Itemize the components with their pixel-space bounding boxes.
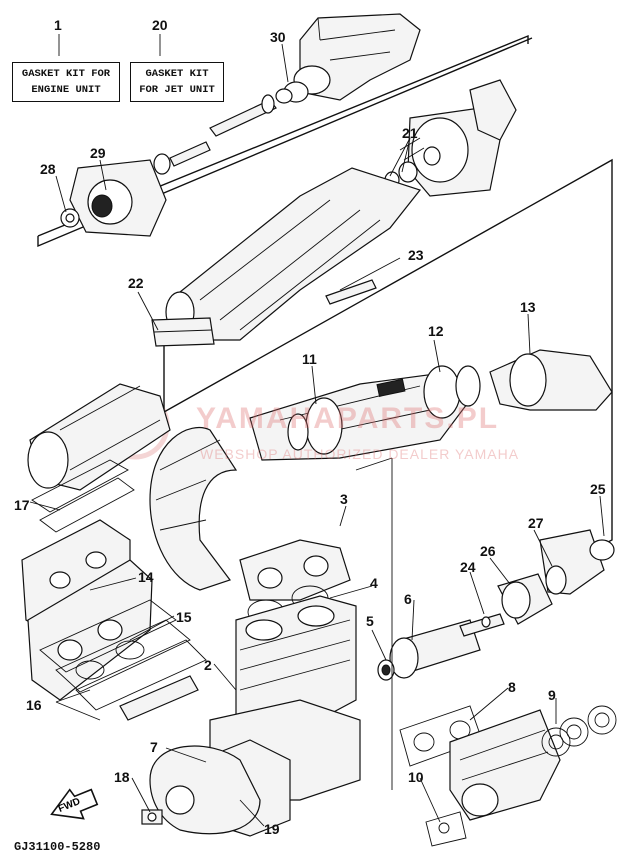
engine-gasket-kit-label: GASKET KIT FOR ENGINE UNIT — [12, 62, 120, 102]
callout-23: 23 — [408, 247, 424, 263]
jet-kit-line2: FOR JET UNIT — [139, 84, 215, 96]
impeller-housing — [384, 79, 517, 197]
exhaust-pipe — [149, 426, 238, 591]
callout-6: 6 — [404, 591, 412, 607]
callout-13: 13 — [520, 299, 536, 315]
starter — [141, 809, 163, 825]
engine-kit-line1: GASKET KIT FOR — [21, 68, 111, 80]
engine-kit-line2: ENGINE UNIT — [31, 84, 101, 96]
jet-gasket-kit-label: GASKET KIT FOR JET UNIT — [130, 62, 224, 102]
cylinder-head — [239, 539, 351, 625]
callout-5: 5 — [366, 613, 374, 629]
diagram-code: GJ31100-5280 — [14, 840, 101, 854]
callout-16: 16 — [26, 697, 42, 713]
callout-30: 30 — [270, 29, 286, 45]
drive-shaft — [153, 94, 277, 175]
cylinder-block — [235, 595, 357, 731]
callout-21: 21 — [402, 125, 418, 141]
intake-duct — [151, 167, 422, 347]
callout-1: 1 — [54, 17, 62, 33]
jet-pump-housing — [275, 13, 421, 104]
exhaust-joint — [399, 705, 617, 847]
callout-15: 15 — [176, 609, 192, 625]
callout-9: 9 — [548, 687, 556, 703]
fwd-arrow-icon — [50, 788, 99, 820]
callout-24: 24 — [460, 559, 476, 575]
callout-27: 27 — [528, 515, 544, 531]
callout-29: 29 — [90, 145, 106, 161]
callout-20: 20 — [152, 17, 168, 33]
jet-unit-boundary — [37, 34, 533, 248]
callout-14: 14 — [138, 569, 154, 585]
intermediate-housing — [60, 159, 167, 237]
coupling-shaft — [377, 529, 615, 681]
callout-17: 17 — [14, 497, 30, 513]
callout-11: 11 — [302, 351, 317, 367]
callout-10: 10 — [408, 769, 424, 785]
callout-7: 7 — [150, 739, 158, 755]
callout-2: 2 — [204, 657, 212, 673]
callout-22: 22 — [128, 275, 144, 291]
callout-25: 25 — [590, 481, 606, 497]
exhaust-chamber — [249, 349, 613, 461]
callout-12: 12 — [428, 323, 444, 339]
reed-valve-gaskets — [39, 599, 207, 721]
leader-lines — [29, 34, 605, 827]
callout-19: 19 — [264, 821, 280, 837]
muffler — [27, 383, 171, 491]
callout-8: 8 — [508, 679, 516, 695]
callout-28: 28 — [40, 161, 56, 177]
jet-kit-line1: GASKET KIT — [145, 68, 209, 80]
callout-4: 4 — [370, 575, 378, 591]
callout-18: 18 — [114, 769, 130, 785]
intake-manifold — [21, 459, 153, 701]
callout-26: 26 — [480, 543, 496, 559]
callout-3: 3 — [340, 491, 348, 507]
